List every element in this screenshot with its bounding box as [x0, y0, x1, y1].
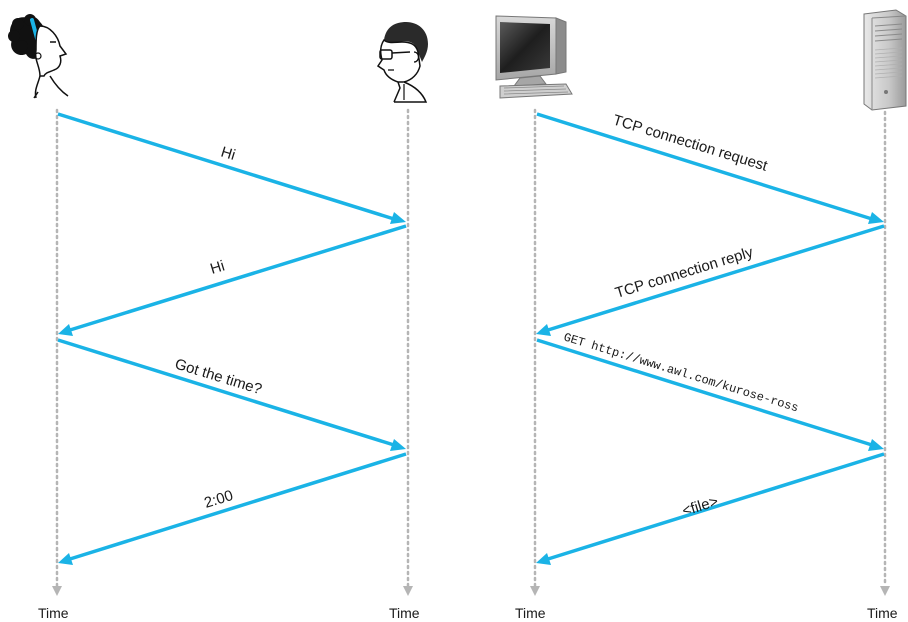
time-axis-label: Time: [867, 605, 898, 621]
time-axis-label: Time: [38, 605, 69, 621]
message-arrow: [58, 224, 407, 336]
message-arrow: [57, 112, 406, 224]
message-label: Hi: [208, 257, 227, 277]
woman-icon: [8, 14, 69, 99]
left-sender-time-arrowhead: [52, 586, 62, 596]
right-server-time-arrowhead: [880, 586, 890, 596]
time-axis-label: Time: [389, 605, 420, 621]
message-arrow: [536, 338, 884, 451]
server-icon: [863, 9, 907, 111]
message-arrow: [536, 224, 885, 336]
human-protocol-diagram: Hi Hi Got the time? 2:00 Time Time: [8, 14, 428, 621]
man-icon: [376, 22, 428, 103]
message-label: <file>: [680, 493, 720, 520]
left-receiver-time-arrowhead: [403, 586, 413, 596]
message-label: GET http://www.awl.com/kurose-ross: [562, 330, 800, 415]
network-protocol-diagram: TCP connection request TCP connection re…: [495, 9, 907, 621]
message-arrow: [536, 112, 884, 224]
computer-icon: [495, 15, 573, 99]
message-arrow: [536, 452, 885, 565]
right-client-time-arrowhead: [530, 586, 540, 596]
message-arrow: [57, 338, 406, 451]
message-arrow: [58, 452, 407, 565]
message-label: Hi: [219, 144, 238, 164]
time-axis-label: Time: [515, 605, 546, 621]
